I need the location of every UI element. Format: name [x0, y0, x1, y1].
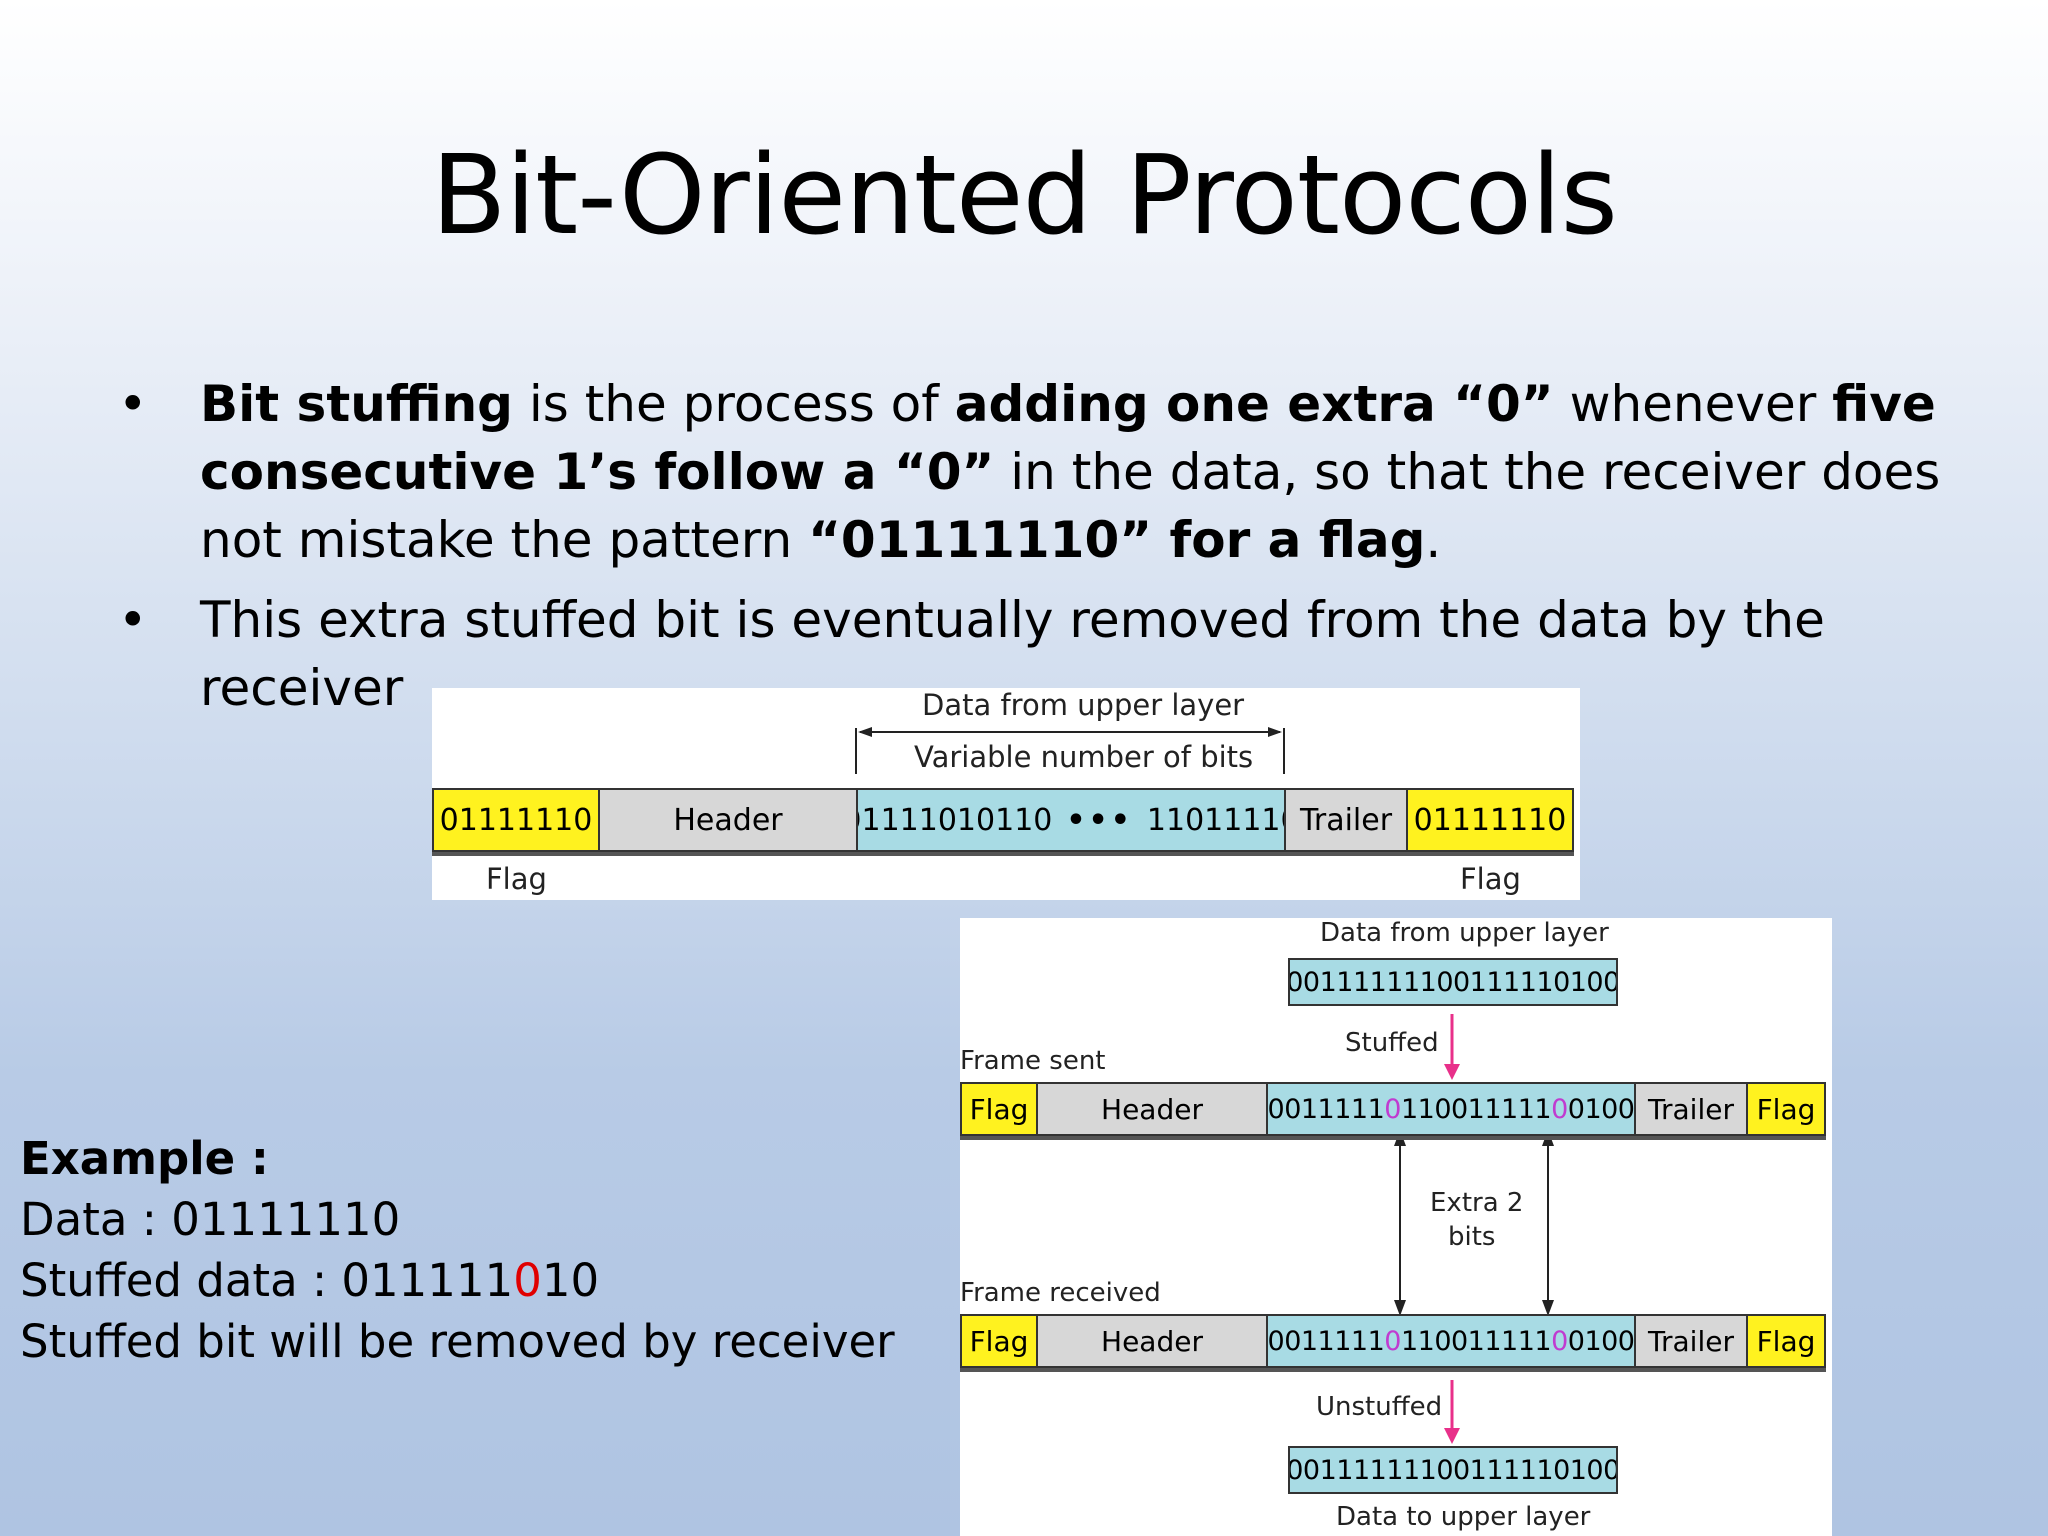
stuffed-bit: 0 [1384, 1325, 1401, 1357]
flag-field-left: 01111110 [432, 788, 600, 852]
arrows-overlay [1394, 1014, 1554, 1444]
received-flag-left: Flag [960, 1314, 1038, 1368]
bullet-marker: • [118, 591, 148, 649]
example-heading: Example : [20, 1132, 269, 1185]
example-stuffed-line: Stuffed data : 011111010 [20, 1250, 895, 1311]
ellipsis-icon: ••• [1066, 802, 1133, 838]
received-data-field: 000111110110011111001000 [1266, 1314, 1636, 1368]
sent-flag-right: Flag [1746, 1082, 1826, 1136]
bullet-text: in the data, so that the receiver does n… [200, 443, 1941, 569]
flag-label-right: Flag [1460, 862, 1521, 896]
stuffed-bit: 0 [1384, 1093, 1401, 1125]
bullet-item-removal: • This extra stuffed bit is eventually r… [118, 586, 2018, 722]
stuffed-suffix: 10 [541, 1254, 600, 1307]
example-note: Stuffed bit will be removed by receiver [20, 1315, 895, 1368]
received-trailer: Trailer [1634, 1314, 1748, 1368]
trailer-field: Trailer [1284, 788, 1408, 852]
unstuffed-label: Unstuffed [1316, 1392, 1443, 1422]
example-block: Example : Data : 01111110 Stuffed data :… [20, 1128, 895, 1372]
bullet-item-bit-stuffing: • Bit stuffing is the process of adding … [118, 370, 2018, 574]
stuffed-bit: 0 [1551, 1325, 1568, 1357]
bits-segment: 00011111 [1267, 1093, 1385, 1125]
bits-segment: 110011111 [1400, 1093, 1552, 1125]
sent-flag-left: Flag [960, 1082, 1038, 1136]
extra-bits-label-1: Extra 2 [1430, 1188, 1524, 1218]
frame-sent-label: Frame sent [960, 1046, 1106, 1076]
frame-received-label: Frame received [960, 1278, 1161, 1308]
frame-format-diagram: Data from upper layer Variable number of… [432, 688, 1580, 900]
header-field: Header [598, 788, 858, 852]
data-end-bits: 11011110 [1146, 802, 1286, 838]
received-header: Header [1036, 1314, 1268, 1368]
term-bit-stuffing: Bit stuffing [200, 375, 513, 433]
stuffed-prefix: Stuffed data : 011111 [20, 1254, 514, 1307]
bits-segment: 01000 [1567, 1325, 1635, 1357]
extra-bits-label-2: bits [1448, 1222, 1496, 1252]
stuffed-bit-highlight: 0 [513, 1254, 542, 1307]
bullet-text: whenever [1553, 375, 1833, 433]
term-extra-zero: adding one extra “0” [954, 375, 1554, 433]
variable-bits-label: Variable number of bits [914, 740, 1254, 774]
bullet-list: • Bit stuffing is the process of adding … [118, 370, 2018, 734]
bit-stuffing-diagram: Data from upper layer 000111111100111110… [960, 918, 1832, 1536]
stuffed-label: Stuffed [1345, 1028, 1439, 1058]
stuffed-bit: 0 [1551, 1093, 1568, 1125]
data-from-upper-layer-label: Data from upper layer [1320, 918, 1609, 948]
sent-header: Header [1036, 1082, 1268, 1136]
example-data-line: Data : 01111110 [20, 1193, 401, 1246]
term-flag-pattern: “01111110” for a flag [808, 511, 1426, 569]
restored-data-box: 0001111111001111101000 [1288, 1446, 1618, 1494]
bits-segment: 110011111 [1400, 1325, 1552, 1357]
data-from-upper-layer-label: Data from upper layer [922, 688, 1245, 722]
bullet-marker: • [118, 375, 148, 433]
sent-data-field: 000111110110011111001000 [1266, 1082, 1636, 1136]
bits-segment: 00011111 [1267, 1325, 1385, 1357]
data-start-bits: 01111010110 [856, 802, 1053, 838]
bullet-text: This extra stuffed bit is eventually rem… [200, 591, 1825, 717]
bullet-text: . [1425, 511, 1442, 569]
slide-title: Bit-Oriented Protocols [431, 131, 1618, 259]
bits-segment: 01000 [1567, 1093, 1635, 1125]
original-data-box: 0001111111001111101000 [1288, 958, 1618, 1006]
received-flag-right: Flag [1746, 1314, 1826, 1368]
term-five-ones: five consecutive 1’s follow a “0” [200, 375, 1936, 501]
flag-label-left: Flag [486, 862, 547, 896]
bullet-text: is the process of [512, 375, 955, 433]
data-to-upper-layer-label: Data to upper layer [1336, 1502, 1591, 1532]
data-field: 01111010110 ••• 11011110 [856, 788, 1286, 852]
sent-trailer: Trailer [1634, 1082, 1748, 1136]
flag-field-right: 01111110 [1406, 788, 1574, 852]
span-arrow [855, 727, 1285, 774]
